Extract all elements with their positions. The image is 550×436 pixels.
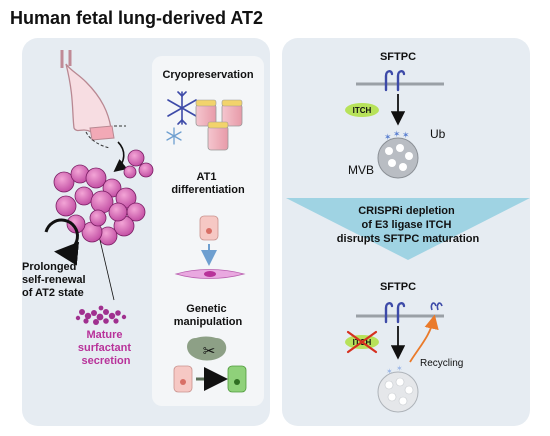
- itch-badge-top: [345, 103, 379, 117]
- ub-label: Ub: [430, 127, 446, 141]
- figure-title: Human fetal lung-derived AT2: [10, 8, 263, 28]
- sftpc-label-bottom: SFTPC: [380, 281, 416, 293]
- ubiquitin-icons: ✶ ✶ ✶: [384, 129, 410, 142]
- svg-text:✶: ✶: [386, 367, 393, 376]
- depletion-cross-icon: [346, 330, 378, 354]
- crispri-text: CRISPRi depletion of E3 ligase ITCH disr…: [337, 205, 480, 245]
- unedited-cell-icon: [173, 365, 193, 393]
- svg-text:✶: ✶: [396, 364, 403, 373]
- residual-ubiquitin-icons: ✶ ✶: [386, 364, 403, 376]
- surfactant-granules: [75, 305, 127, 325]
- cryopreservation-label: Cryopreservation: [162, 69, 253, 81]
- organoid-cluster: [53, 149, 154, 246]
- edited-cell-icon: [227, 365, 247, 393]
- svg-text:✶: ✶: [402, 130, 410, 140]
- svg-text:✶: ✶: [384, 132, 392, 142]
- svg-text:✂: ✂: [203, 343, 216, 360]
- mvb-disrupted-icon: [377, 371, 419, 413]
- mvb-icon: [377, 137, 419, 179]
- surfactant-pointer: [99, 239, 115, 301]
- crispri-arrow: [286, 198, 530, 260]
- recycled-receptor-icon: [430, 302, 443, 311]
- genetic-manipulation-label: Genetic manipulation: [174, 303, 243, 328]
- snowflake-small-icon: [166, 127, 182, 145]
- lung-icon: [60, 50, 126, 149]
- mvb-label: MVB: [348, 163, 374, 177]
- at1-differentiation-label: AT1 differentiation: [171, 171, 245, 196]
- sftpc-receptor-icon: [384, 70, 406, 92]
- at1-cell-icon: [174, 269, 246, 279]
- sftpc-label-top: SFTPC: [380, 51, 416, 63]
- surfactant-label: Mature surfactant secretion: [78, 329, 134, 367]
- recycling-arrow: [409, 314, 439, 363]
- self-renewal-arrow: [44, 218, 80, 266]
- self-renewal-label: Prolonged self-renewal of AT2 state: [22, 261, 89, 299]
- svg-text:✶: ✶: [393, 129, 401, 139]
- sftpc-receptor-bottom-icon: [384, 302, 406, 324]
- itch-label-top: ITCH: [353, 106, 372, 115]
- vial-icon: [195, 99, 243, 151]
- scissors-icon: ✂: [187, 336, 227, 361]
- snowflake-icon: [167, 91, 197, 125]
- recycling-label: Recycling: [420, 358, 463, 369]
- lung-to-organoid-arrow: [113, 141, 128, 173]
- at2-cell-icon: [199, 215, 219, 241]
